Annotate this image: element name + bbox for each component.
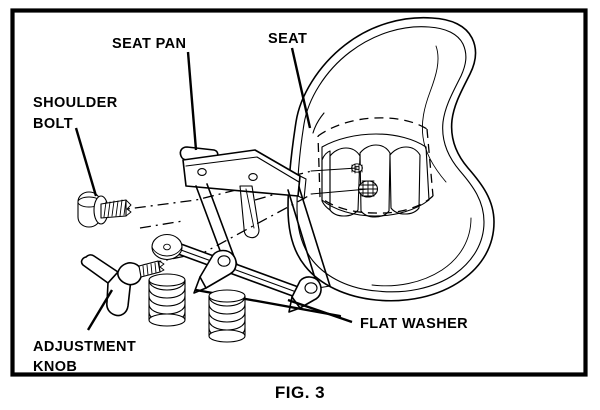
figure-border bbox=[10, 8, 588, 377]
leader-shoulder-bolt bbox=[74, 127, 98, 197]
leader-adjustment-knob bbox=[86, 289, 114, 331]
label-adjustment-knob-line2: KNOB bbox=[33, 359, 77, 375]
seat-part bbox=[287, 16, 495, 302]
seat-pan-part bbox=[177, 146, 342, 318]
flat-washer-part bbox=[151, 233, 183, 261]
seat-pan-pivot-hole-left bbox=[217, 255, 231, 267]
label-seat: SEAT bbox=[268, 31, 307, 47]
leader-seat-pan bbox=[186, 51, 198, 151]
label-shoulder-bolt-line1: SHOULDER bbox=[33, 95, 118, 111]
seat-mounting-ribs bbox=[321, 144, 421, 218]
compression-spring-right bbox=[208, 289, 246, 343]
leader-seat bbox=[290, 47, 312, 129]
compression-spring-left bbox=[148, 273, 186, 327]
label-adjustment-knob-line1: ADJUSTMENT bbox=[33, 339, 136, 355]
figure-caption: FIG. 3 bbox=[275, 383, 325, 402]
seat-pan-pivot-hole-right bbox=[304, 282, 318, 294]
leader-lines bbox=[74, 47, 353, 331]
label-seat-pan: SEAT PAN bbox=[112, 36, 186, 52]
shoulder-bolt-part bbox=[77, 191, 132, 228]
label-flat-washer: FLAT WASHER bbox=[360, 316, 468, 332]
seat-pan-hole-right bbox=[248, 173, 258, 181]
seat-pan-adjustment-slot bbox=[239, 185, 260, 239]
label-shoulder-bolt-line2: BOLT bbox=[33, 116, 73, 132]
seat-pan-hole-left bbox=[197, 168, 207, 176]
leader-flat-washer bbox=[287, 298, 353, 324]
adjustment-knob-part bbox=[80, 254, 165, 317]
